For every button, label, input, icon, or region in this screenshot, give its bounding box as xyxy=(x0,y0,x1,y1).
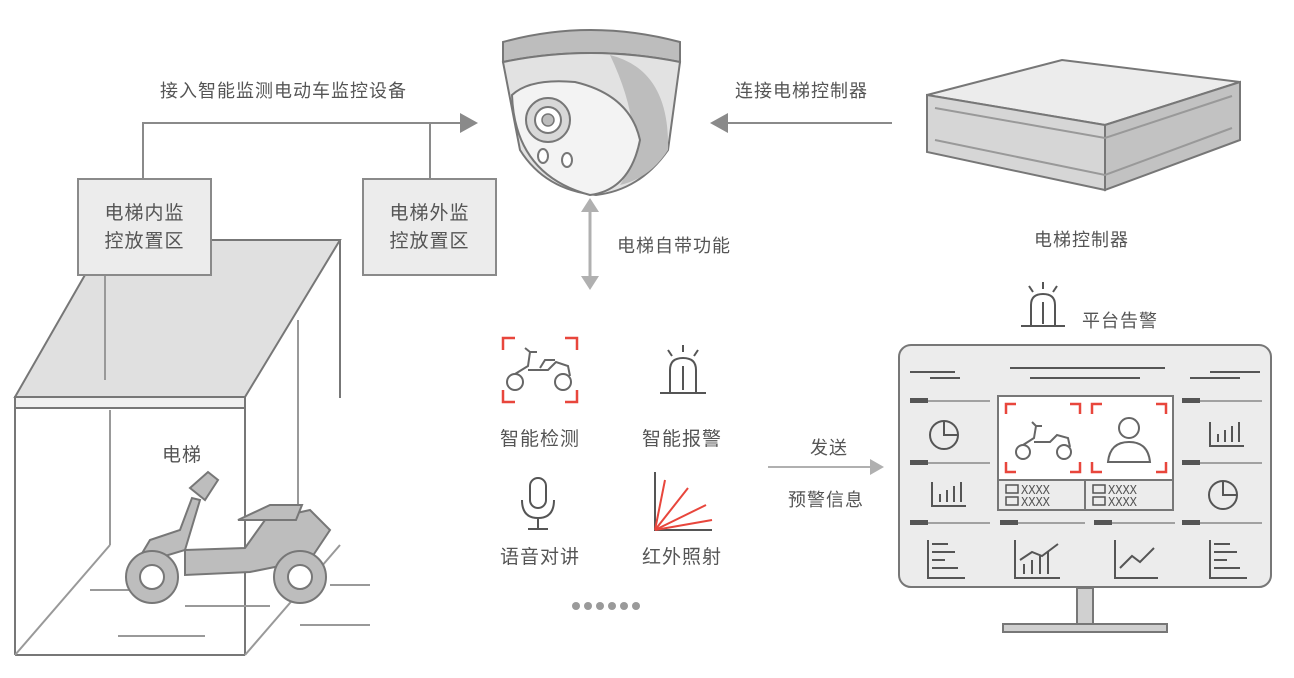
arrow-down xyxy=(581,276,599,290)
elevator-controller-device-icon xyxy=(926,58,1241,192)
monitor-value-4: XXXX xyxy=(1108,495,1137,509)
zone-inside-elevator: 电梯内监控放置区 xyxy=(77,178,212,276)
zone-outside-line1: 电梯外监 xyxy=(389,202,470,224)
infrared-rays-icon xyxy=(654,472,713,531)
zone-inside-line2: 控放置区 xyxy=(104,230,185,252)
label-connect-device: 接入智能监测电动车监控设备 xyxy=(160,81,407,102)
feature-label-smart-alarm: 智能报警 xyxy=(641,428,722,450)
label-send: 发送 xyxy=(810,438,848,459)
monitor-value-1: XXXX xyxy=(1021,483,1050,497)
monitor-value-3: XXXX xyxy=(1108,483,1137,497)
zone-outside-line2: 控放置区 xyxy=(389,230,470,252)
feature-label-voice-intercom: 语音对讲 xyxy=(499,546,580,568)
elevator-cabin-illustration xyxy=(13,239,370,656)
alarm-light-icon xyxy=(660,345,706,394)
label-alert-info: 预警信息 xyxy=(788,490,864,511)
arrow-right-to-camera xyxy=(460,113,478,133)
label-connect-controller: 连接电梯控制器 xyxy=(735,81,868,102)
monitor-value-2: XXXX xyxy=(1021,495,1050,509)
monitor-scooter-icon xyxy=(1015,421,1072,460)
zone-outside-elevator: 电梯外监控放置区 xyxy=(362,178,497,276)
arrow-send xyxy=(870,459,884,475)
scooter-detect-icon xyxy=(501,336,579,404)
connector-to-camera xyxy=(142,122,470,178)
label-controller-name: 电梯控制器 xyxy=(1034,230,1129,251)
platform-alarm-icon xyxy=(1021,282,1065,327)
electric-scooter-icon xyxy=(125,470,332,604)
microphone-icon xyxy=(521,477,555,530)
label-elevator: 电梯 xyxy=(162,444,203,466)
person-icon xyxy=(1106,417,1152,463)
feature-label-smart-detect: 智能检测 xyxy=(499,428,580,450)
pagination-dots xyxy=(572,602,640,610)
monitor-screen xyxy=(898,344,1272,633)
arrow-up xyxy=(581,198,599,212)
label-platform-alarm: 平台告警 xyxy=(1082,311,1158,332)
dome-camera-icon xyxy=(501,29,682,197)
zone-inside-line1: 电梯内监 xyxy=(104,202,185,224)
arrow-left-from-controller xyxy=(710,113,728,133)
label-elevator-builtin: 电梯自带功能 xyxy=(617,236,731,257)
feature-label-infrared: 红外照射 xyxy=(641,546,722,568)
